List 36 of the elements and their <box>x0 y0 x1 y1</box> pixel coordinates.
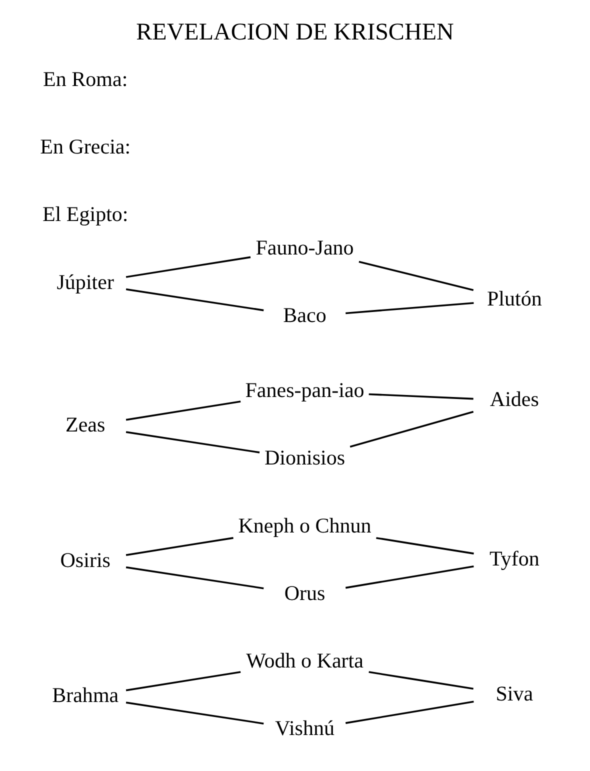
node-text: Plutón <box>486 286 542 310</box>
node-text: Dionisios <box>264 446 346 470</box>
node-text: Fanes-pan-iao <box>245 378 364 402</box>
connector <box>350 410 474 448</box>
connector <box>368 393 474 400</box>
node-text: Kneph o Chnun <box>238 513 372 538</box>
connector <box>345 700 474 724</box>
label: El Egipto: <box>42 202 128 226</box>
node-text: Wodh o Karta <box>246 648 364 673</box>
connector <box>126 288 264 312</box>
label: En Grecia: <box>40 134 131 159</box>
connector <box>126 256 251 278</box>
diagram-title: REVELACION DE KRISCHEN <box>136 20 454 46</box>
node-text: Baco <box>283 302 326 327</box>
node-text: Tyfon <box>489 546 540 570</box>
node-text: Aides <box>490 387 539 412</box>
connector <box>345 565 474 589</box>
connector <box>126 400 241 421</box>
connector <box>126 702 264 724</box>
connector <box>126 566 264 590</box>
node-text: Fauno-Jano <box>256 235 354 260</box>
label: En Roma: <box>43 66 128 91</box>
connector <box>368 671 474 690</box>
connector <box>358 260 474 291</box>
node-text: Siva <box>496 682 534 706</box>
connector <box>126 431 260 454</box>
connector <box>376 537 474 554</box>
connector <box>126 537 234 556</box>
connector <box>126 671 241 692</box>
node-text: Júpiter <box>56 270 114 294</box>
node-text: Brahma <box>52 683 119 708</box>
node-text: Zeas <box>66 412 106 437</box>
connector <box>346 302 474 314</box>
node-text: Osiris <box>60 548 110 572</box>
node-text: Orus <box>284 580 326 605</box>
node-text: Vishnú <box>275 716 335 740</box>
